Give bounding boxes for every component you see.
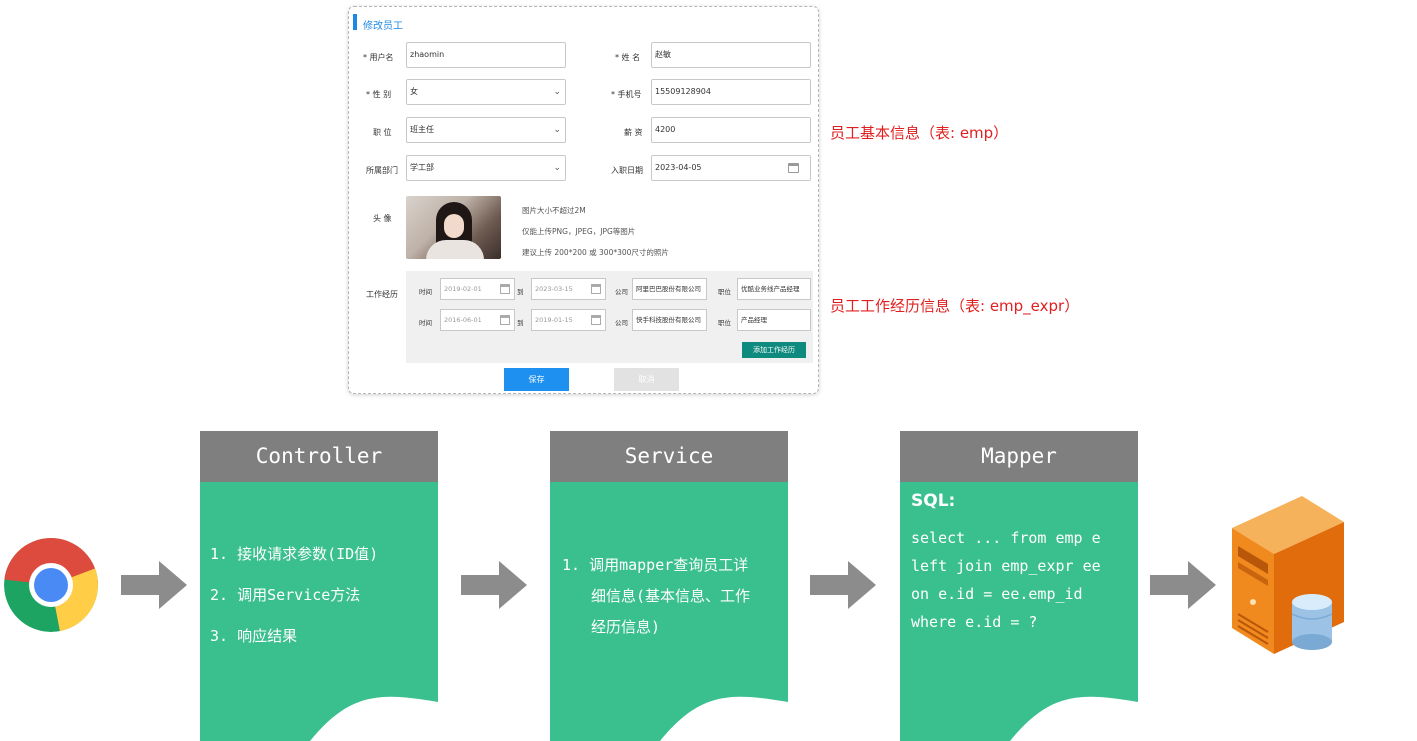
exp-to-label: 到: [517, 319, 524, 327]
exp-begin-value: 2019-02-01: [444, 285, 482, 293]
controller-item: 2. 调用Service方法: [210, 586, 361, 604]
service-item: 细信息(基本信息、工作: [591, 587, 751, 605]
exp-end-value: 2023-03-15: [535, 285, 573, 293]
exp-company-input[interactable]: 快手科技股份有限公司: [632, 309, 707, 331]
calendar-icon: [500, 315, 510, 325]
entry-date-picker[interactable]: 2023-04-05: [651, 155, 811, 181]
experience-label: 工作经历: [366, 290, 398, 299]
exp-job-input[interactable]: 产品经理: [737, 309, 811, 331]
avatar-hint-format: 仅能上传PNG，JPEG，JPG等图片: [522, 227, 636, 236]
chrome-browser-icon: [3, 537, 99, 637]
name-input[interactable]: 赵敏: [651, 42, 811, 68]
chevron-down-icon: ⌄: [553, 125, 561, 135]
mapper-title: Mapper: [900, 431, 1138, 482]
position-select[interactable]: 班主任 ⌄: [406, 117, 566, 143]
form-title: 修改员工: [363, 21, 403, 32]
annotation-emp-expr: 员工工作经历信息（表: emp_expr）: [830, 297, 1080, 315]
dept-select-value: 学工部: [410, 163, 434, 172]
exp-begin-value: 2016-06-01: [444, 316, 482, 324]
gender-select[interactable]: 女 ⌄: [406, 79, 566, 105]
username-label: * 用户名: [363, 53, 394, 62]
exp-job-input[interactable]: 优酷业务线产品经理: [737, 278, 811, 300]
controller-layer: Controller 1. 接收请求参数(ID值) 2. 调用Service方法…: [200, 431, 438, 741]
calendar-icon: [591, 315, 601, 325]
flow-arrow-2: [461, 561, 527, 609]
avatar-face: [444, 214, 464, 238]
salary-label: 薪 资: [624, 128, 643, 137]
cancel-button[interactable]: 取消: [614, 368, 679, 391]
controller-item: 3. 响应结果: [210, 627, 298, 645]
avatar-robe: [426, 240, 484, 259]
username-input[interactable]: zhaomin: [406, 42, 566, 68]
service-item: 经历信息): [591, 618, 661, 636]
position-select-value: 班主任: [410, 125, 434, 134]
mapper-layer: Mapper SQL: select ... from emp e left j…: [900, 431, 1138, 741]
sql-line: select ... from emp e: [911, 529, 1101, 547]
flow-arrow-1: [121, 561, 187, 609]
sql-line: on e.id = ee.emp_id: [911, 585, 1083, 603]
database-server-icon: [1228, 494, 1348, 663]
salary-input[interactable]: 4200: [651, 117, 811, 143]
add-experience-button[interactable]: 添加工作经历: [742, 342, 806, 358]
sql-line: where e.id = ?: [911, 613, 1038, 631]
gender-label: * 性 别: [366, 90, 392, 99]
phone-label: * 手机号: [611, 90, 642, 99]
controller-body: [200, 482, 438, 741]
flow-arrow-3: [810, 561, 876, 609]
exp-time-label: 时间: [419, 288, 432, 296]
calendar-icon: [500, 284, 510, 294]
exp-to-label: 到: [517, 288, 524, 296]
avatar-hint-size: 图片大小不超过2M: [522, 206, 586, 215]
exp-end-date[interactable]: 2019-01-15: [531, 309, 606, 331]
exp-end-value: 2019-01-15: [535, 316, 573, 324]
exp-begin-date[interactable]: 2019-02-01: [440, 278, 515, 300]
exp-company-label: 公司: [615, 319, 628, 327]
exp-job-label: 职位: [718, 319, 731, 327]
service-title: Service: [550, 431, 788, 482]
controller-item: 1. 接收请求参数(ID值): [210, 545, 379, 563]
controller-title: Controller: [200, 431, 438, 482]
exp-end-date[interactable]: 2023-03-15: [531, 278, 606, 300]
save-button[interactable]: 保存: [504, 368, 569, 391]
chevron-down-icon: ⌄: [553, 163, 561, 173]
position-label: 职 位: [373, 128, 392, 137]
calendar-icon: [788, 163, 799, 173]
exp-job-label: 职位: [718, 288, 731, 296]
avatar-label: 头 像: [373, 214, 392, 223]
exp-company-label: 公司: [615, 288, 628, 296]
entry-date-value: 2023-04-05: [655, 163, 702, 172]
gender-select-value: 女: [410, 87, 418, 96]
calendar-icon: [591, 284, 601, 294]
annotation-emp: 员工基本信息（表: emp）: [830, 124, 1009, 142]
exp-company-input[interactable]: 阿里巴巴股份有限公司: [632, 278, 707, 300]
sql-line: left join emp_expr ee: [911, 557, 1101, 575]
service-body: [550, 482, 788, 741]
exp-begin-date[interactable]: 2016-06-01: [440, 309, 515, 331]
dept-select[interactable]: 学工部 ⌄: [406, 155, 566, 181]
name-label: * 姓 名: [615, 53, 641, 62]
phone-input[interactable]: 15509128904: [651, 79, 811, 105]
form-title-accent: [353, 14, 357, 30]
dept-label: 所属部门: [366, 166, 398, 175]
chevron-down-icon: ⌄: [553, 87, 561, 97]
sql-label: SQL:: [911, 491, 956, 511]
avatar-image[interactable]: [406, 196, 501, 259]
entry-date-label: 入职日期: [611, 166, 643, 175]
edit-employee-form: 修改员工 * 用户名 zhaomin * 姓 名 赵敏 * 性 别 女 ⌄ * …: [348, 6, 819, 394]
service-layer: Service 1. 调用mapper查询员工详 细信息(基本信息、工作 经历信…: [550, 431, 788, 741]
service-item: 1. 调用mapper查询员工详: [562, 556, 749, 574]
flow-arrow-4: [1150, 561, 1216, 609]
avatar-hint-dimension: 建议上传 200*200 或 300*300尺寸的照片: [522, 248, 669, 257]
exp-time-label: 时间: [419, 319, 432, 327]
mapper-body: [900, 482, 1138, 741]
